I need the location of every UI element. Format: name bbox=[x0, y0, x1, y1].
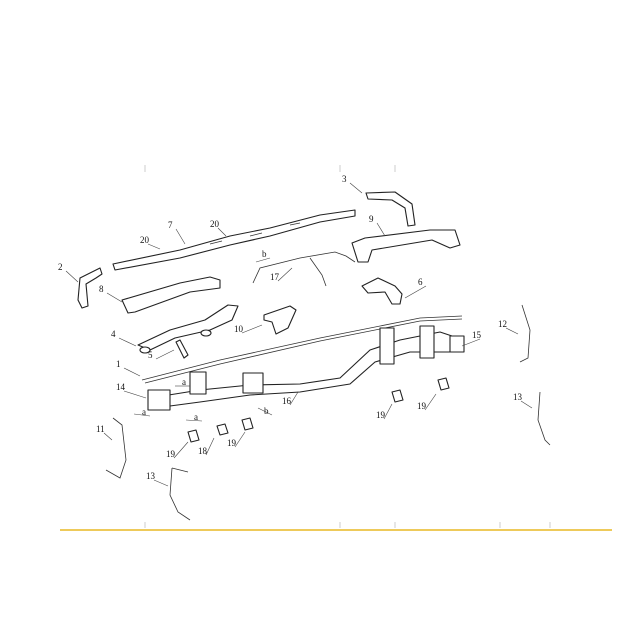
callout-leader bbox=[175, 228, 186, 245]
trim-strip-part-1 bbox=[141, 315, 463, 381]
callout-leader bbox=[376, 222, 386, 237]
callout-leader bbox=[461, 338, 481, 347]
brace-part-13-right bbox=[537, 391, 551, 446]
callout-leader bbox=[65, 270, 79, 283]
duct-part-6 bbox=[361, 277, 403, 305]
clip bbox=[241, 417, 254, 431]
callout-label-14: 14 bbox=[116, 382, 126, 392]
callout-label-19: 19 bbox=[227, 438, 237, 448]
beam-mount-bracket bbox=[419, 325, 435, 359]
callout-label-9: 9 bbox=[369, 214, 374, 224]
beam-mount-bracket bbox=[242, 372, 264, 394]
callout-leader bbox=[277, 267, 293, 282]
callout-label-2: 2 bbox=[58, 262, 63, 272]
callout-leader bbox=[404, 285, 427, 299]
callout-leader bbox=[153, 479, 169, 487]
side-duct-part-3 bbox=[365, 191, 416, 227]
callout-leader bbox=[505, 327, 519, 335]
callout-leader bbox=[106, 292, 123, 303]
callout-label-17: 17 bbox=[270, 272, 280, 282]
callout-label-1: 1 bbox=[116, 359, 121, 369]
callout-leader bbox=[103, 432, 113, 441]
callout-label-13: 13 bbox=[146, 471, 156, 481]
brace-part-17 bbox=[252, 251, 356, 287]
callout-leader bbox=[255, 257, 271, 263]
bracket-part-15 bbox=[449, 335, 465, 353]
callout-leader bbox=[185, 419, 203, 422]
beam-mount-bracket bbox=[379, 327, 395, 365]
callout-label-11: 11 bbox=[96, 424, 105, 434]
clips bbox=[187, 377, 450, 443]
callout-leader bbox=[383, 403, 393, 420]
beam-mount-bracket bbox=[189, 371, 207, 395]
callout-leader bbox=[118, 337, 137, 347]
callout-label-18: 18 bbox=[198, 446, 208, 456]
callout-leader bbox=[155, 349, 175, 360]
callout-label-4: 4 bbox=[111, 329, 116, 339]
callout-label-6: 6 bbox=[418, 277, 423, 287]
callout-leader bbox=[349, 182, 363, 194]
callout-leader bbox=[173, 441, 189, 459]
callout-label-a: a bbox=[182, 377, 186, 387]
callout-label-20: 20 bbox=[210, 219, 220, 229]
callout-leader bbox=[289, 391, 299, 406]
trim-strip-part-1-edge bbox=[144, 318, 463, 384]
duct-rib-lines bbox=[209, 222, 301, 245]
callout-label-15: 15 bbox=[472, 330, 482, 340]
clip bbox=[437, 377, 450, 391]
callout-label-19: 19 bbox=[417, 401, 427, 411]
side-duct-part-2 bbox=[77, 267, 103, 309]
clip bbox=[187, 429, 200, 443]
clip bbox=[216, 423, 229, 436]
brace-part-13-left bbox=[169, 467, 191, 521]
callout-label-13: 13 bbox=[513, 392, 523, 402]
callout-label-19: 19 bbox=[166, 449, 176, 459]
callout-leader bbox=[257, 407, 273, 416]
brace-part-11 bbox=[105, 417, 127, 479]
upper-duct-part-7 bbox=[112, 209, 356, 271]
callout-leader bbox=[234, 431, 246, 448]
duct-outlet bbox=[139, 346, 151, 354]
callout-label-3: 3 bbox=[342, 174, 347, 184]
callout-label-8: 8 bbox=[99, 284, 104, 294]
callout-label-a: a bbox=[142, 407, 146, 417]
callout-label-a: a bbox=[194, 412, 198, 422]
callout-label-12: 12 bbox=[498, 319, 507, 329]
callout-leader bbox=[424, 393, 437, 411]
brace-part-12 bbox=[519, 304, 531, 363]
bracket-part-10 bbox=[263, 305, 297, 335]
callout-leader bbox=[133, 413, 151, 417]
callout-label-b: b bbox=[264, 406, 269, 416]
callout-label-16: 16 bbox=[282, 396, 292, 406]
callout-label-19: 19 bbox=[376, 410, 386, 420]
clip bbox=[391, 389, 404, 403]
duct-part-9 bbox=[351, 229, 461, 263]
callout-label-7: 7 bbox=[168, 220, 173, 230]
frame-ticks bbox=[144, 165, 551, 528]
duct-outlet bbox=[200, 329, 212, 337]
callout-label-20: 20 bbox=[140, 235, 150, 245]
bracket-part-14 bbox=[147, 389, 171, 411]
callout-labels: 1234567891011121313141516171819191919202… bbox=[58, 174, 533, 487]
callout-leader bbox=[241, 324, 263, 334]
callout-leader bbox=[123, 367, 141, 377]
callout-label-5: 5 bbox=[148, 350, 153, 360]
callout-leader bbox=[217, 227, 227, 237]
callout-label-10: 10 bbox=[234, 324, 244, 334]
callout-leader bbox=[205, 437, 215, 456]
duct-part-4 bbox=[137, 304, 239, 351]
callout-leader bbox=[123, 390, 147, 399]
callout-label-b: b bbox=[262, 249, 267, 259]
bracket-part-5 bbox=[175, 339, 189, 359]
callout-leader bbox=[520, 400, 533, 409]
duct-part-8 bbox=[121, 276, 221, 314]
callout-leader bbox=[147, 243, 161, 250]
